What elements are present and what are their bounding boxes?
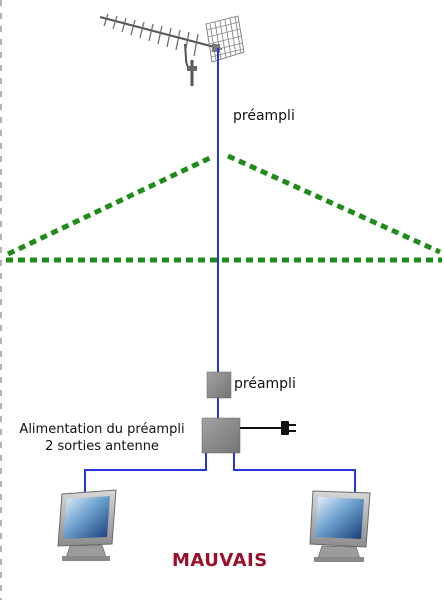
- preamp-box-icon: [206, 371, 232, 399]
- preamp-label: préampli: [234, 376, 296, 392]
- tv-monitor-icon: [309, 490, 371, 562]
- power-supply-label-line1: Alimentation du préampli: [19, 422, 185, 437]
- tv-monitor-icon: [57, 489, 117, 561]
- preamp-label-top: préampli: [233, 108, 295, 124]
- yagi-antenna-icon: [99, 13, 245, 86]
- power-plug-icon: [240, 421, 296, 435]
- power-supply-box-icon: [201, 417, 241, 454]
- roof-outline: [6, 153, 442, 263]
- power-supply-label-line2: 2 sorties antenne: [45, 439, 159, 454]
- verdict-label: MAUVAIS: [172, 550, 268, 571]
- power-supply-label: Alimentation du préampli 2 sorties anten…: [2, 421, 202, 455]
- distribution-cables: [84, 453, 356, 496]
